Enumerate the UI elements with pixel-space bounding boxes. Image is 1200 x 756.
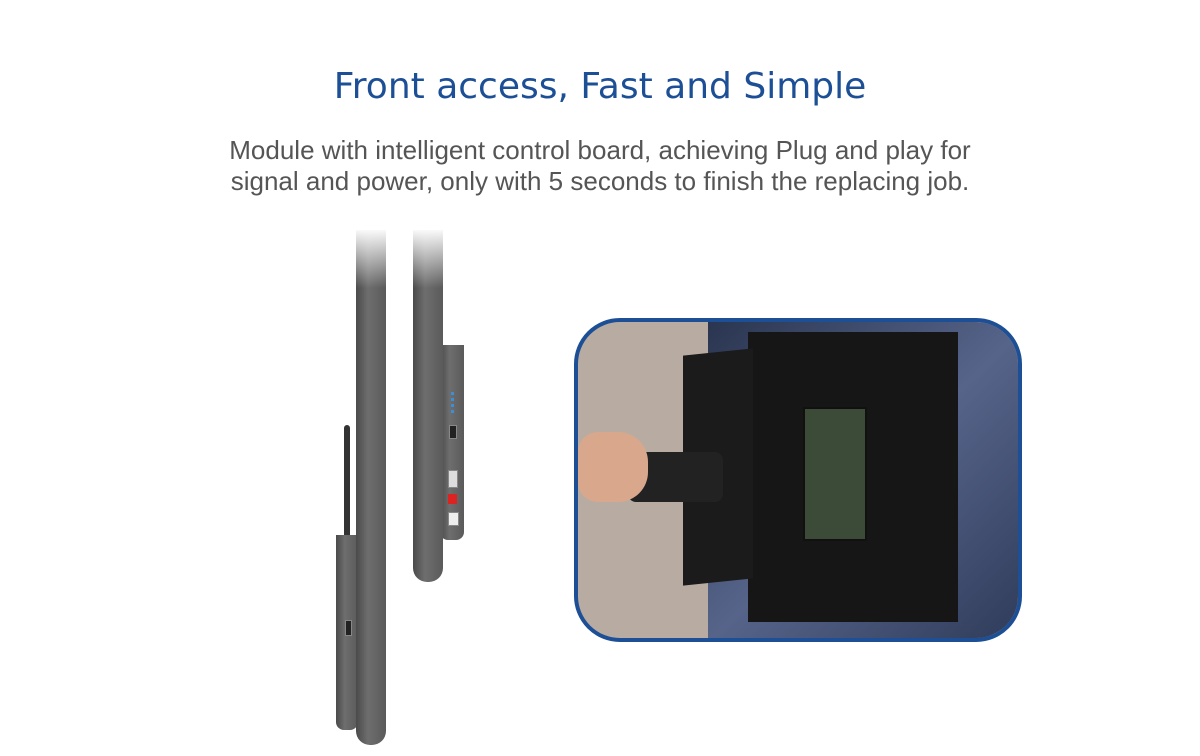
right-box: [440, 345, 464, 540]
right-panel: [413, 230, 443, 582]
indicator-lights: [451, 392, 454, 414]
subtitle-line-1: Module with intelligent control board, a…: [229, 135, 971, 165]
power-socket-icon: [448, 512, 459, 526]
left-panel: [356, 230, 386, 745]
subtitle-line-2: signal and power, only with 5 seconds to…: [230, 166, 970, 196]
control-board: [803, 407, 867, 541]
module-replacement-photo: [574, 318, 1022, 642]
port: [449, 425, 457, 439]
port: [448, 470, 458, 488]
antenna-icon: [344, 425, 350, 540]
power-switch-icon: [448, 494, 457, 504]
page-title: Front access, Fast and Simple: [333, 66, 867, 107]
port: [345, 620, 352, 636]
subtitle: Module with intelligent control board, a…: [0, 135, 1200, 197]
hand: [578, 432, 648, 502]
fade: [330, 228, 470, 288]
